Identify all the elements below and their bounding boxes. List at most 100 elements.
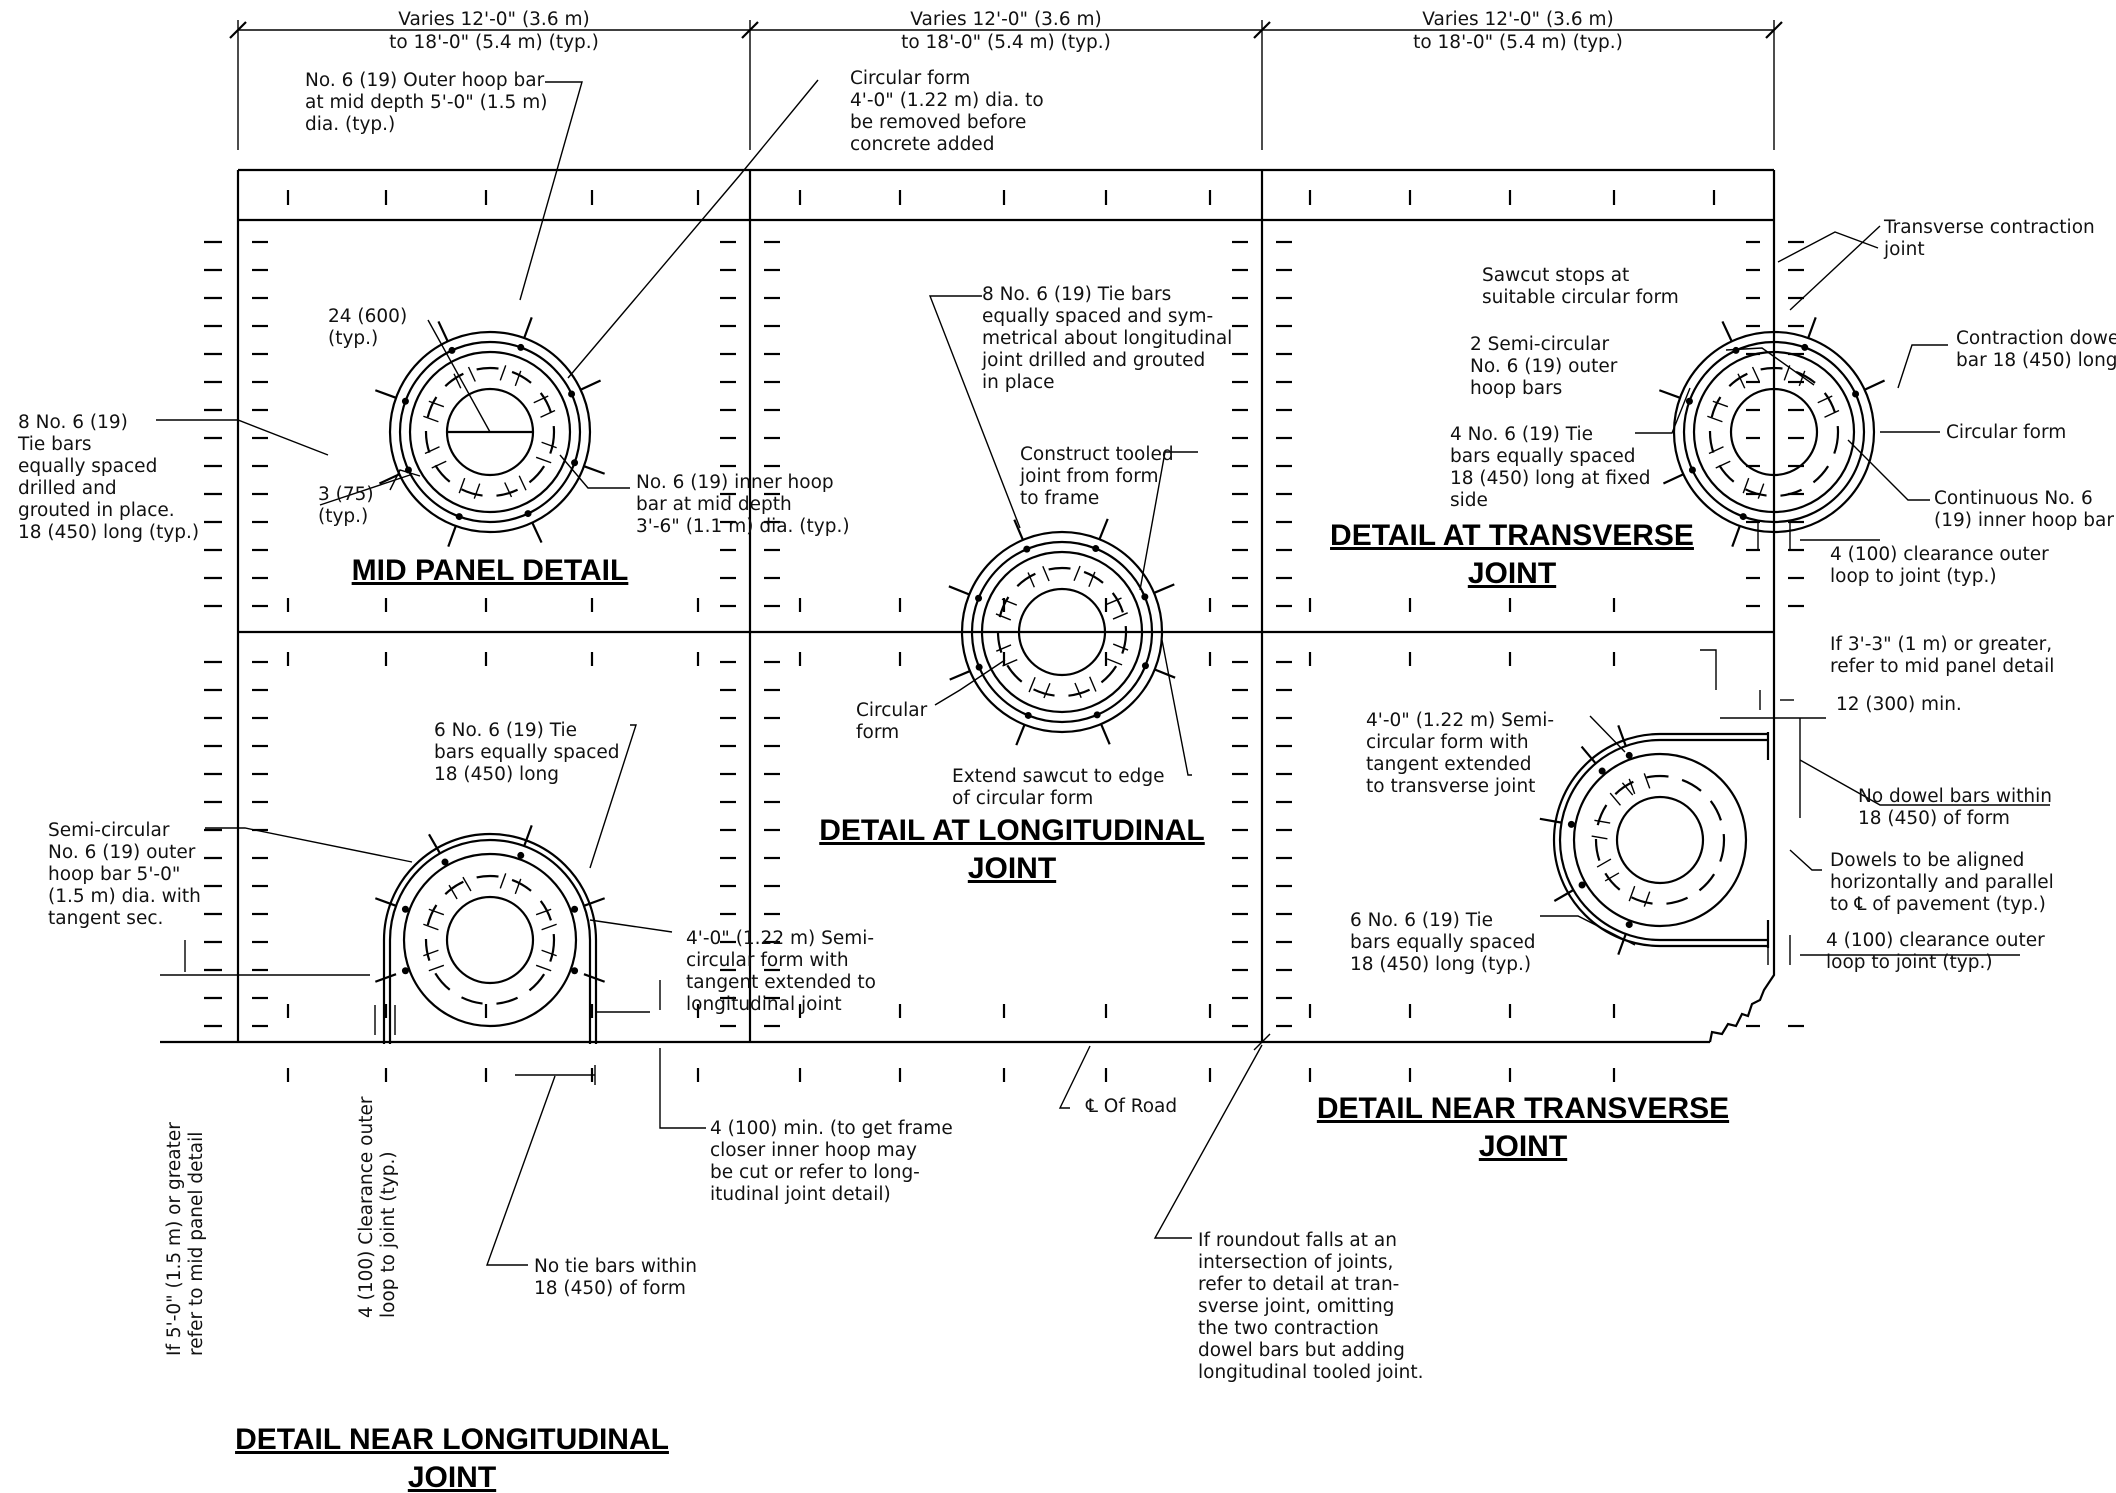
svg-text:Continuous No. 6: Continuous No. 6 (1934, 488, 2093, 509)
svg-text:tangent extended: tangent extended (1366, 754, 1532, 775)
near-transverse-leaders (1540, 649, 2050, 965)
note-circular-form-right: Circular form (1946, 422, 2066, 443)
svg-text:form: form (856, 722, 899, 743)
note-dim-3: 3 (75) (typ.) (318, 484, 374, 527)
svg-text:18 (450) of form: 18 (450) of form (534, 1278, 686, 1299)
near-transverse-title-1: DETAIL NEAR TRANSVERSE (1317, 1092, 1729, 1125)
top-dimension-lines (229, 20, 1783, 150)
svg-text:4'-0" (1.22 m) Semi-: 4'-0" (1.22 m) Semi- (1366, 710, 1554, 731)
svg-text:18 (450) long at fixed: 18 (450) long at fixed (1450, 468, 1650, 489)
transverse-title-2: JOINT (1468, 557, 1556, 590)
svg-text:8 No. 6 (19) Tie bars: 8 No. 6 (19) Tie bars (982, 284, 1171, 305)
longitudinal-joint-detail (948, 518, 1176, 746)
note-clearance-4-bottom: 4 (100) clearance outer loop to joint (t… (1826, 930, 2045, 973)
svg-text:loop to joint (typ.): loop to joint (typ.) (1830, 566, 1997, 587)
svg-text:refer to detail at tran-: refer to detail at tran- (1198, 1274, 1399, 1295)
svg-text:circular form with: circular form with (686, 950, 849, 971)
svg-text:refer to mid panel detail: refer to mid panel detail (186, 1132, 207, 1356)
note-semi-outer-left: Semi-circular No. 6 (19) outer hoop bar … (48, 820, 201, 929)
near-longitudinal-title-2: JOINT (408, 1461, 496, 1493)
pavement-grid (160, 168, 1776, 1051)
svg-text:sverse joint, omitting: sverse joint, omitting (1198, 1296, 1394, 1317)
svg-text:18 (450) long (typ.): 18 (450) long (typ.) (1350, 954, 1531, 975)
near-transverse-title-2: JOINT (1479, 1130, 1567, 1163)
svg-text:No. 6 (19) Outer hoop bar: No. 6 (19) Outer hoop bar (305, 70, 545, 91)
note-semi-circular-2: 2 Semi-circular No. 6 (19) outer hoop ba… (1470, 334, 1618, 399)
span-label-1: Varies 12'-0" (3.6 m) (398, 9, 589, 30)
svg-text:to frame: to frame (1020, 488, 1099, 509)
note-no-tie-bars: No tie bars within 18 (450) of form (534, 1256, 697, 1299)
svg-text:bar at mid depth: bar at mid depth (636, 494, 792, 515)
svg-text:horizontally and parallel: horizontally and parallel (1830, 872, 2054, 893)
note-contraction-dowel: Contraction dowel bar 18 (450) long (1956, 328, 2116, 371)
mid-panel-leaders (156, 79, 819, 506)
svg-text:4'-0" (1.22 m) dia. to: 4'-0" (1.22 m) dia. to (850, 90, 1044, 111)
svg-text:No tie bars within: No tie bars within (534, 1256, 697, 1277)
near-longitudinal-title-1: DETAIL NEAR LONGITUDINAL (235, 1423, 669, 1456)
svg-text:longitudinal joint: longitudinal joint (686, 994, 842, 1015)
svg-text:(19) inner hoop bar: (19) inner hoop bar (1934, 510, 2114, 531)
note-tie-bars-8-left: 8 No. 6 (19) Tie bars equally spaced dri… (17, 412, 199, 543)
span-dimension-labels: Varies 12'-0" (3.6 m) to 18'-0" (5.4 m) … (389, 9, 1623, 53)
svg-text:Tie bars: Tie bars (17, 434, 91, 455)
svg-text:If 3'-3" (1 m) or greater,: If 3'-3" (1 m) or greater, (1830, 634, 2052, 655)
svg-text:tangent extended to: tangent extended to (686, 972, 876, 993)
svg-text:longitudinal tooled joint.: longitudinal tooled joint. (1198, 1362, 1424, 1383)
near-transverse-tie-bars (1539, 724, 1651, 956)
svg-text:equally spaced and sym-: equally spaced and sym- (982, 306, 1213, 327)
longitudinal-title-1: DETAIL AT LONGITUDINAL (819, 814, 1205, 847)
near-longitudinal-detail (374, 824, 606, 1044)
note-sawcut-stops: Sawcut stops at suitable circular form (1482, 265, 1679, 308)
svg-text:concrete added: concrete added (850, 134, 994, 155)
svg-text:(1.5 m) dia. with: (1.5 m) dia. with (48, 886, 201, 907)
svg-text:24 (600): 24 (600) (328, 306, 407, 327)
svg-text:at mid depth 5'-0" (1.5 m): at mid depth 5'-0" (1.5 m) (305, 92, 547, 113)
note-semi-form-right: 4'-0" (1.22 m) Semi- circular form with … (1366, 710, 1554, 797)
svg-text:loop to joint (typ.): loop to joint (typ.) (378, 1151, 399, 1318)
svg-text:Extend sawcut to edge: Extend sawcut to edge (952, 766, 1164, 787)
svg-text:4 (100) Clearance outer: 4 (100) Clearance outer (356, 1096, 377, 1318)
note-outer-hoop: No. 6 (19) Outer hoop bar at mid depth 5… (305, 70, 547, 135)
note-clearance-4-top: 4 (100) clearance outer loop to joint (t… (1830, 544, 2049, 587)
svg-text:drilled and: drilled and (18, 478, 117, 499)
longitudinal-leaders (928, 295, 1198, 776)
svg-text:joint from form: joint from form (1019, 466, 1159, 487)
svg-text:4 (100) clearance outer: 4 (100) clearance outer (1826, 930, 2045, 951)
svg-text:hoop bars: hoop bars (1470, 378, 1562, 399)
svg-text:bars equally spaced: bars equally spaced (1350, 932, 1536, 953)
span-label-2b: to 18'-0" (5.4 m) (typ.) (901, 32, 1111, 53)
span-label-1b: to 18'-0" (5.4 m) (typ.) (389, 32, 599, 53)
note-tie-bars-8-center: 8 No. 6 (19) Tie bars equally spaced and… (981, 284, 1232, 393)
svg-text:closer inner hoop may: closer inner hoop may (710, 1140, 917, 1161)
svg-text:3'-6" (1.1 m) dia. (typ.): 3'-6" (1.1 m) dia. (typ.) (636, 516, 850, 537)
note-tie-bars-4: 4 No. 6 (19) Tie bars equally spaced 18 … (1450, 424, 1650, 511)
svg-text:4 No. 6 (19) Tie: 4 No. 6 (19) Tie (1450, 424, 1593, 445)
transverse-joint-detail (1658, 316, 1886, 548)
svg-text:hoop bar 5'-0": hoop bar 5'-0" (48, 864, 180, 885)
svg-text:(typ.): (typ.) (318, 506, 368, 527)
note-dim-24: 24 (600) (typ.) (328, 306, 407, 349)
note-transverse-contraction: Transverse contraction joint (1883, 217, 2095, 260)
svg-text:loop to joint (typ.): loop to joint (typ.) (1826, 952, 1993, 973)
svg-text:Circular form: Circular form (850, 68, 970, 89)
svg-text:to transverse joint: to transverse joint (1366, 776, 1535, 797)
transverse-tie-bars (1658, 316, 1886, 548)
svg-text:Semi-circular: Semi-circular (48, 820, 170, 841)
svg-text:metrical about longitudinal: metrical about longitudinal (982, 328, 1232, 349)
longitudinal-tie-bars (948, 518, 1176, 746)
note-cl-road: ℄ Of Road (1085, 1096, 1177, 1117)
svg-text:If roundout falls at an: If roundout falls at an (1198, 1230, 1397, 1251)
svg-text:dia. (typ.): dia. (typ.) (305, 114, 395, 135)
near-transverse-detail (1539, 724, 1770, 956)
svg-text:be cut or refer to long-: be cut or refer to long- (710, 1162, 920, 1183)
note-roundout: If roundout falls at an intersection of … (1198, 1230, 1424, 1383)
transverse-title-1: DETAIL AT TRANSVERSE (1330, 519, 1694, 552)
svg-text:Dowels to be aligned: Dowels to be aligned (1830, 850, 2024, 871)
note-dowels-aligned: Dowels to be aligned horizontally and pa… (1830, 850, 2054, 915)
note-if-3-3: If 3'-3" (1 m) or greater, refer to mid … (1830, 634, 2054, 677)
svg-text:4 (100) min. (to get frame: 4 (100) min. (to get frame (710, 1118, 953, 1139)
svg-text:4 (100) clearance outer: 4 (100) clearance outer (1830, 544, 2049, 565)
svg-text:equally spaced: equally spaced (18, 456, 157, 477)
svg-text:intersection of joints,: intersection of joints, (1198, 1252, 1393, 1273)
near-longitudinal-tie-bars (374, 824, 606, 983)
